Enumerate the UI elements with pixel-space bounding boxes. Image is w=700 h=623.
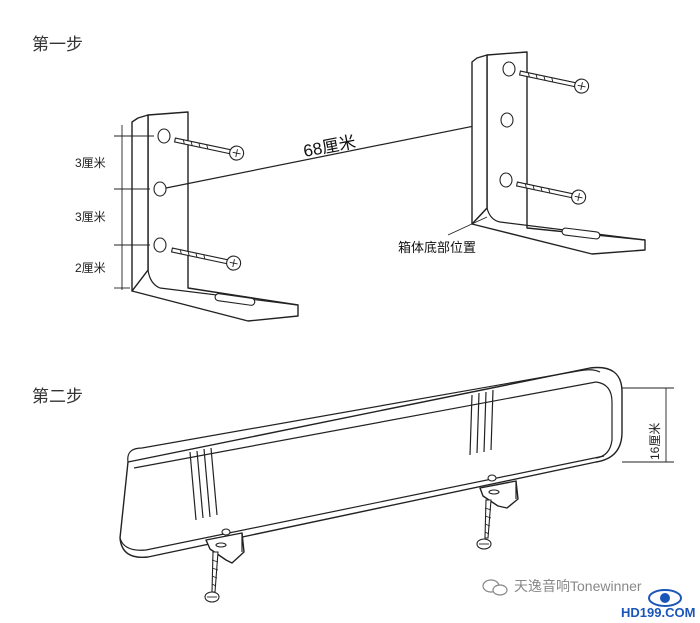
lower-bracket-right <box>479 480 519 509</box>
left-bracket-slot <box>214 293 256 306</box>
dim-gap-middle: 3厘米 <box>75 210 106 224</box>
watermark-text: 天逸音响Tonewinner <box>514 578 642 594</box>
left-bracket <box>131 111 299 322</box>
box-hole-left <box>221 528 231 536</box>
box-height-label: 16厘米 <box>648 423 662 460</box>
box-hole-right <box>487 474 497 482</box>
dim-gap-top: 3厘米 <box>75 156 106 170</box>
step1-label: 第一步 <box>32 35 83 55</box>
lower-bracket-left <box>205 532 245 564</box>
box-bottom-leader <box>447 216 488 236</box>
left-dimension-guide <box>114 125 154 290</box>
wechat-icon <box>482 579 508 596</box>
lower-screw-left <box>204 551 220 603</box>
span-line <box>165 119 505 189</box>
box-height-guide <box>622 387 674 463</box>
left-hole-bottom <box>153 237 167 253</box>
left-hole-middle <box>153 181 167 197</box>
right-bracket-slot <box>561 227 601 240</box>
right-screw-top <box>517 65 591 95</box>
right-bracket <box>471 51 646 255</box>
span-label: 68厘米 <box>302 132 358 161</box>
right-hole-top <box>502 61 516 77</box>
lower-screw-right <box>476 499 492 550</box>
right-hole-middle <box>500 112 514 128</box>
right-hole-bottom <box>499 172 513 188</box>
dim-gap-bottom: 2厘米 <box>75 261 106 275</box>
hd199-logo-icon <box>648 589 682 607</box>
left-hole-top <box>157 128 171 144</box>
box-bottom-label: 箱体底部位置 <box>398 240 476 255</box>
step2-label: 第二步 <box>32 387 83 407</box>
hd199-logo-text: HD199.COM <box>621 605 695 620</box>
speaker-box <box>119 366 623 559</box>
